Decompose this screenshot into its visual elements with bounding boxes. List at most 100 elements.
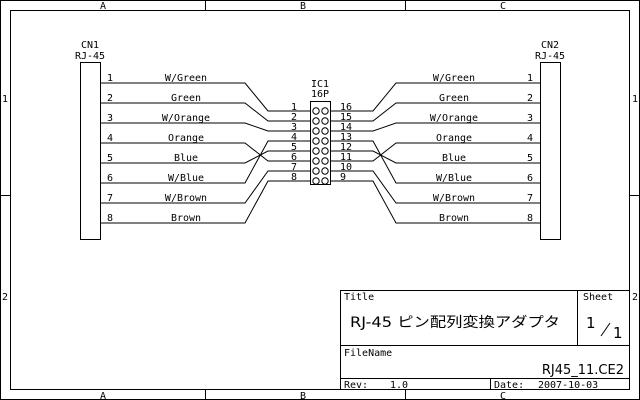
ic1-pin-marker <box>312 137 320 145</box>
ic1-right-pin-number: 11 <box>340 152 352 163</box>
ic1-pin-marker <box>312 107 320 115</box>
ic1-left-pin-number: 2 <box>291 112 297 123</box>
ic1-pin-marker <box>321 147 329 155</box>
ic1-pin-marker <box>321 177 329 185</box>
cn1-pin-number: 8 <box>107 213 113 224</box>
right-wire-label: W/Blue <box>436 173 472 184</box>
ic1-pin-marker <box>321 157 329 165</box>
cn2-pin-number: 7 <box>527 193 533 204</box>
ic1-right-pin-number: 12 <box>340 142 352 153</box>
left-wire-label: W/Green <box>165 73 207 84</box>
rev-value: 1.0 <box>390 380 408 391</box>
left-wire-5[interactable] <box>100 150 311 164</box>
left-wire-3[interactable] <box>100 122 311 132</box>
ic1-pin-marker <box>312 147 320 155</box>
ic1-left-pin-number: 1 <box>291 102 297 113</box>
cn1-pin-number: 2 <box>107 93 113 104</box>
right-wire-label: W/Green <box>433 73 475 84</box>
ic1-part: 16P <box>311 89 329 100</box>
ic1-pin-marker <box>312 157 320 165</box>
ic1-pin-layer <box>312 107 329 185</box>
right-wire-label: Green <box>439 93 469 104</box>
left-wire-1[interactable] <box>100 82 311 112</box>
left-wire-label: W/Blue <box>168 173 204 184</box>
ic1-designator: IC1 <box>311 79 329 90</box>
zone-label-bottom-b: B <box>300 391 306 400</box>
ic1-left-pin-number: 3 <box>291 122 297 133</box>
title-block <box>340 290 630 390</box>
right-wire-7[interactable] <box>330 170 541 204</box>
left-wire-7[interactable] <box>100 170 311 204</box>
ic1-right-pin-number: 10 <box>340 162 352 173</box>
right-wire-4[interactable] <box>330 142 541 162</box>
right-wire-label: Brown <box>439 213 469 224</box>
left-wire-8[interactable] <box>100 180 311 224</box>
sheet-label: Sheet <box>583 292 613 303</box>
zone-label-top-b: B <box>300 1 306 12</box>
date-value: 2007-10-03 <box>538 380 598 391</box>
sheet-fraction-slash <box>600 322 611 337</box>
right-wire-8[interactable] <box>330 180 541 224</box>
zone-label-right-2: 2 <box>632 292 638 303</box>
ic1-pin-marker <box>312 177 320 185</box>
sheet-inner-frame <box>10 10 630 390</box>
ic1-pin-marker <box>312 117 320 125</box>
rev-label: Rev: <box>344 380 368 391</box>
ic1-pin-marker <box>321 107 329 115</box>
date-label: Date: <box>494 380 524 391</box>
ic1-left-pin-number: 4 <box>291 132 297 143</box>
sheet-total: 1 <box>613 324 623 342</box>
left-wire-label: Orange <box>168 133 204 144</box>
ic1-pin-marker <box>312 127 320 135</box>
cn2-pin-number: 6 <box>527 173 533 184</box>
cn2-designator: CN2 <box>541 40 559 51</box>
cn2-body[interactable] <box>540 62 561 240</box>
ic1-pin-marker <box>321 127 329 135</box>
title-block-frame <box>340 290 630 390</box>
left-wire-label: Brown <box>171 213 201 224</box>
zone-label-right-1: 1 <box>632 94 638 105</box>
right-wire-2[interactable] <box>330 102 541 122</box>
cn2-pin-number: 8 <box>527 213 533 224</box>
right-wire-6[interactable] <box>330 140 541 184</box>
document-title: RJ-45 ピン配列変換アダプタ <box>350 314 560 331</box>
zone-label-top-c: C <box>500 1 506 12</box>
zone-label-left-2: 2 <box>2 292 8 303</box>
sheet-number: 1 <box>586 314 596 332</box>
filename-label: FileName <box>344 348 392 359</box>
right-wire-label: Orange <box>436 133 472 144</box>
ic1-left-pin-number: 8 <box>291 172 297 183</box>
right-wire-label: W/Brown <box>433 193 475 204</box>
cn2-pin-number: 5 <box>527 153 533 164</box>
right-wire-1[interactable] <box>330 82 541 112</box>
right-wire-3[interactable] <box>330 122 541 132</box>
ic1-pin-marker <box>321 137 329 145</box>
left-wire-6[interactable] <box>100 140 311 184</box>
left-wire-label: Blue <box>174 153 198 164</box>
cn1-body[interactable] <box>80 62 101 240</box>
left-wire-4[interactable] <box>100 142 311 162</box>
cn2-pin-number: 4 <box>527 133 533 144</box>
right-wire-label: Blue <box>442 153 466 164</box>
zone-label-bottom-c: C <box>500 391 506 400</box>
cn2-part: RJ-45 <box>535 51 565 62</box>
left-wire-2[interactable] <box>100 102 311 122</box>
zone-label-left-1: 1 <box>2 94 8 105</box>
ic1-right-pin-number: 9 <box>340 172 346 183</box>
ic1-pin-marker <box>312 167 320 175</box>
cn1-pin-number: 5 <box>107 153 113 164</box>
right-wire-label: W/Orange <box>430 113 478 124</box>
cn2-pin-number: 2 <box>527 93 533 104</box>
right-wire-5[interactable] <box>330 150 541 164</box>
ic1-pin-marker <box>321 167 329 175</box>
ic1-left-pin-number: 6 <box>291 152 297 163</box>
left-wire-label: Green <box>171 93 201 104</box>
cn1-pin-number: 3 <box>107 113 113 124</box>
cn1-pin-number: 4 <box>107 133 113 144</box>
ic1-right-pin-number: 15 <box>340 112 352 123</box>
title-label: Title <box>344 292 374 303</box>
cn1-pin-number: 7 <box>107 193 113 204</box>
cn2-pin-number: 3 <box>527 113 533 124</box>
